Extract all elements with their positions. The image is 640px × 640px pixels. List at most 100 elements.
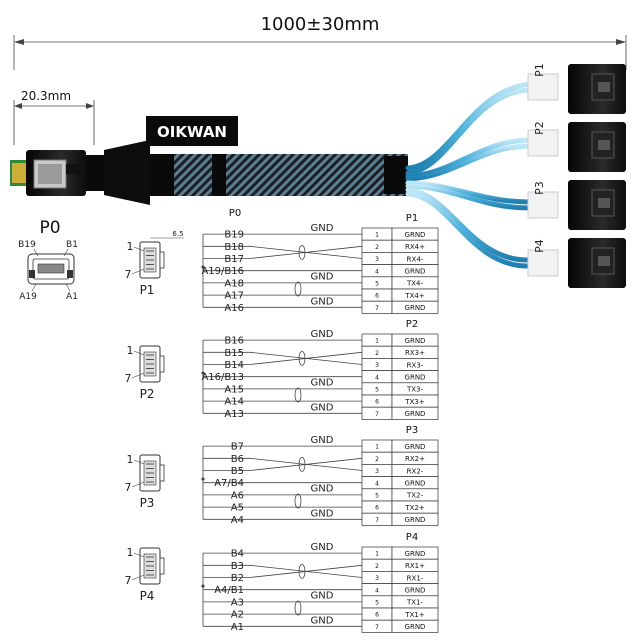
pin-number: 3	[375, 362, 379, 369]
sff-connector	[10, 150, 104, 196]
p0-pin-a1: A1	[66, 292, 78, 302]
pin-number: 1	[375, 444, 379, 451]
p0-pin-a19: A19	[19, 292, 37, 302]
pin-signal: GRND	[405, 410, 426, 418]
pin-signal: TX2-	[406, 492, 424, 500]
pinout-port-title: P2	[406, 319, 418, 330]
sata-plug-p1: P1	[527, 63, 626, 114]
gnd-wire-label: GND	[311, 296, 334, 307]
gnd-wire-label: GND	[311, 329, 334, 340]
source-pin-label: B15	[224, 348, 244, 359]
source-pin-label: A6	[231, 490, 244, 501]
gnd-wire-label: GND	[311, 402, 334, 413]
pin-signal-cell	[391, 512, 439, 526]
pin-number: 3	[375, 256, 379, 263]
pin-signal: GRND	[405, 231, 426, 239]
sata-pin1-label: 1	[127, 453, 134, 466]
brand-label: OIKWAN	[157, 123, 227, 141]
pin-signal: GRND	[405, 374, 426, 382]
sata-pin7-label: 7	[125, 574, 132, 587]
sata-view-name: P4	[140, 589, 155, 603]
sata-view-name: P3	[140, 496, 155, 510]
pin-signal: GRND	[405, 516, 426, 524]
pin-number: 4	[375, 268, 379, 275]
pin-number: 3	[375, 575, 379, 582]
source-pin-label: A13	[224, 409, 244, 420]
source-pin-label: A19/B16	[201, 266, 244, 277]
sata-pin1-label: 1	[127, 240, 134, 253]
total-length-label: 1000±30mm	[261, 14, 380, 35]
cable-label-p4: P4	[533, 239, 546, 253]
pin-number: 2	[375, 350, 379, 357]
sata-view-name: P1	[140, 283, 155, 297]
pin-signal: TX3+	[404, 398, 425, 406]
gnd-wire-label: GND	[311, 542, 334, 553]
pin-number: 5	[375, 600, 379, 607]
sata-pin1-label: 1	[127, 344, 134, 357]
pinout-port-title: P1	[406, 213, 418, 224]
source-pin-label: B7	[231, 442, 244, 453]
pin-signal-cell	[391, 300, 439, 314]
total-length-dimension: 1000±30mm	[13, 14, 627, 70]
pin-number: 2	[375, 244, 379, 251]
source-pin-label: A14	[224, 397, 244, 408]
source-pin-label: A17	[224, 291, 244, 302]
pin-signal: TX2+	[404, 504, 425, 512]
pin-signal: RX4+	[405, 243, 425, 251]
pin-signal: GRND	[405, 587, 426, 595]
source-pin-label: B6	[231, 454, 244, 465]
gnd-wire-label: GND	[311, 378, 334, 389]
sata-pin7-label: 7	[125, 481, 132, 494]
pin-signal: GRND	[405, 623, 426, 631]
source-pin-label: A2	[231, 610, 244, 621]
source-pin-label: B18	[224, 242, 244, 253]
pin-number: 5	[375, 493, 379, 500]
p0-pin-b1: B1	[66, 240, 78, 250]
pin-signal: TX3-	[406, 386, 424, 394]
pin-signal: GRND	[405, 443, 426, 451]
source-pin-label: A7/B4	[214, 478, 244, 489]
pin-signal: RX3-	[407, 361, 424, 369]
pitch-dimension-label: 6.5	[172, 230, 183, 238]
p0-pin-b19: B19	[18, 240, 36, 250]
sata-view-name: P2	[140, 387, 155, 401]
source-pin-label: A15	[224, 384, 244, 395]
pin-number: 7	[375, 624, 379, 631]
gnd-wire-label: GND	[311, 272, 334, 283]
sata-view-3: 1 7P3	[125, 453, 165, 510]
source-pin-label: A5	[231, 503, 244, 514]
pin-signal: GRND	[405, 304, 426, 312]
source-pin-label: B17	[224, 254, 244, 265]
pin-signal: RX1+	[405, 562, 425, 570]
pin-signal: GRND	[405, 550, 426, 558]
source-pin-label: A18	[224, 278, 244, 289]
cable-label-p2: P2	[533, 121, 546, 135]
pin-number: 4	[375, 480, 379, 487]
pin-signal: RX4-	[407, 255, 424, 263]
connector-length-dimension: 20.3mm	[13, 89, 95, 145]
pin-signal: GRND	[405, 337, 426, 345]
cable-illustration: OIKWAN P1 P2	[10, 63, 626, 288]
pin-number: 6	[375, 505, 379, 512]
pin-number: 4	[375, 374, 379, 381]
pin-number: 7	[375, 517, 379, 524]
source-pin-label: A16	[224, 303, 244, 314]
pin-signal: TX1-	[406, 599, 424, 607]
gnd-wire-label: GND	[311, 591, 334, 602]
cable-label-p1: P1	[533, 63, 546, 77]
source-pin-label: A16/B13	[201, 372, 244, 383]
gnd-wire-label: GND	[311, 435, 334, 446]
source-pin-label: B14	[224, 360, 244, 371]
source-pin-label: B5	[231, 466, 244, 477]
pin-number: 5	[375, 387, 379, 394]
gnd-wire-label: GND	[311, 484, 334, 495]
source-pin-label: A3	[231, 597, 244, 608]
pin-signal: TX4+	[404, 292, 425, 300]
sata-pin7-label: 7	[125, 268, 132, 281]
gnd-wire-label: GND	[311, 223, 334, 234]
pin-signal: RX2+	[405, 455, 425, 463]
